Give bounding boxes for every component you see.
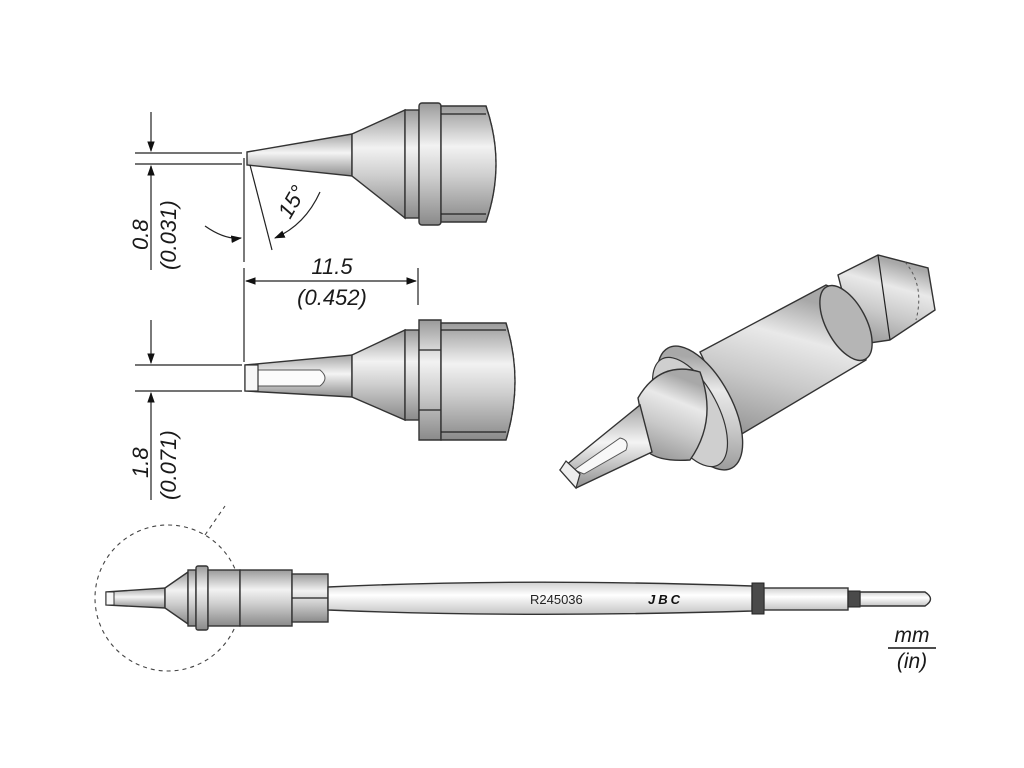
dimension-width: 1.8 (0.071) (128, 320, 242, 500)
side-tip-taper (246, 133, 353, 177)
unit-mm: mm (895, 624, 930, 647)
front-hex-nut (418, 319, 442, 441)
dimension-angle: 15° (204, 158, 321, 262)
front-cone (351, 328, 406, 422)
cone-3d (637, 368, 708, 462)
front-body (440, 322, 516, 441)
tip-front-view (244, 319, 516, 441)
side-neck (404, 109, 420, 219)
cartridge-band (751, 582, 765, 615)
thickness-in-label: (0.031) (156, 200, 181, 270)
dimension-length: 11.5 (0.452) (243, 254, 419, 362)
cartridge-reference: R245036 (530, 592, 583, 607)
side-body (440, 105, 497, 223)
front-neck (404, 329, 420, 421)
cartridge-brand-logo: JBC (648, 592, 683, 607)
cartridge-full-view: R245036 JBC (94, 505, 932, 672)
width-mm-label: 1.8 (128, 447, 153, 478)
thickness-mm-label: 0.8 (128, 219, 153, 250)
side-cone (351, 108, 406, 220)
unit-in: (in) (897, 650, 927, 673)
units-legend: mm (in) (888, 624, 936, 673)
length-in-label: (0.452) (297, 285, 367, 310)
length-mm-label: 11.5 (311, 254, 353, 279)
tip-3d-view (558, 254, 936, 490)
dimension-thickness: 0.8 (0.031) (128, 112, 242, 270)
width-in-label: (0.071) (156, 430, 181, 500)
tip-side-view (246, 102, 497, 226)
side-flange (418, 102, 442, 226)
